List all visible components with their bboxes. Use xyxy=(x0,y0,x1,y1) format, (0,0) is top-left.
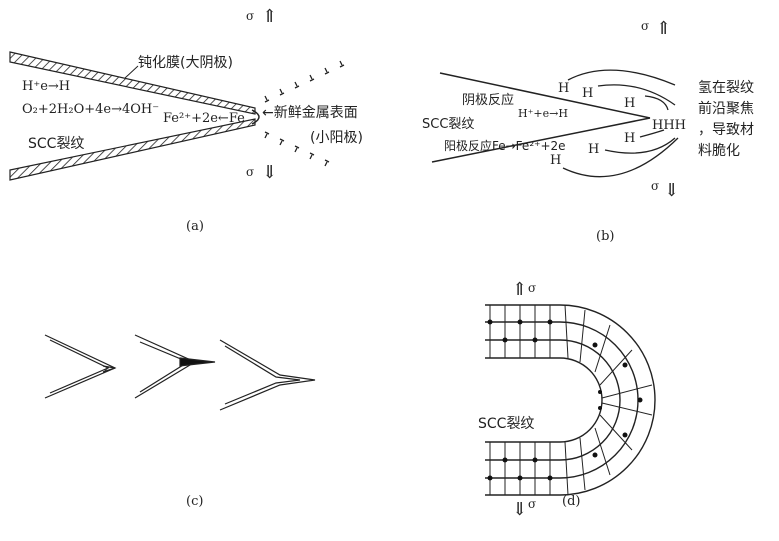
hydrogen-atom: H xyxy=(588,142,599,157)
cathode-label: 阴极反应 xyxy=(462,92,514,108)
panel-c-label: (c) xyxy=(186,494,203,509)
hydrogen-atom: H xyxy=(624,131,635,146)
crack-label-d: SCC裂纹 xyxy=(478,416,534,432)
panel-d: SCC裂纹 ⇑ σ ⇓ σ (d) xyxy=(478,279,656,520)
sigma-bottom-b: σ xyxy=(651,179,659,193)
arrow-up-icon: ⇑ xyxy=(512,279,527,300)
note-line-3: ，导致材 xyxy=(698,122,754,138)
crack-edge-bottom xyxy=(431,117,651,163)
film-leader-line xyxy=(124,65,139,79)
lattice-atoms xyxy=(487,319,643,481)
passive-film-top xyxy=(9,51,256,115)
reaction-h: H⁺e→H xyxy=(22,79,70,94)
film-label: 钝化膜(大阴极) xyxy=(138,55,233,71)
hydrogen-atom: H xyxy=(582,86,593,101)
panel-d-label: (d) xyxy=(562,494,580,509)
reaction-o2: O₂+2H₂O+4e→4OH⁻ xyxy=(22,102,159,117)
reaction-fe: Fe²⁺+2e←Fe xyxy=(163,111,245,126)
arrow-up-icon: ⇑ xyxy=(262,6,277,27)
fresh-surface-label: ←新鲜金属表面 xyxy=(262,105,358,121)
lattice-mesh xyxy=(485,304,656,496)
crack-stage-2 xyxy=(134,334,216,399)
crack-label-b: SCC裂纹 xyxy=(422,117,474,132)
arrow-down-icon: ⇓ xyxy=(664,180,679,201)
crack-label: SCC裂纹 xyxy=(28,136,84,152)
hydrogen-atom: H xyxy=(558,81,569,96)
crack-stage-3 xyxy=(219,339,316,411)
panel-a-label: (a) xyxy=(186,219,204,234)
hydrogen-cluster: HHH xyxy=(652,118,686,133)
hydrogen-atom: H xyxy=(550,153,561,168)
crack-edge-top xyxy=(439,72,651,119)
hydrogen-atom: H xyxy=(624,96,635,111)
sigma-top-a: σ xyxy=(246,9,254,23)
panel-c: (c) xyxy=(44,334,316,509)
panel-b: 阴极反应 H⁺+e→H SCC裂纹 阳极反应Fe→Fe²⁺+2e H H H H… xyxy=(422,18,754,244)
arrow-up-icon: ⇑ xyxy=(656,18,671,39)
sigma-top-b: σ xyxy=(641,19,649,33)
hydrogen-diffusion-arrows xyxy=(562,69,679,178)
arrow-down-icon: ⇓ xyxy=(262,162,277,183)
note-line-4: 料脆化 xyxy=(698,142,740,159)
small-anode-label: (小阳极) xyxy=(310,130,363,146)
crack-stage-1 xyxy=(44,334,117,399)
panel-a: 钝化膜(大阴极) H⁺e→H O₂+2H₂O+4e→4OH⁻ Fe²⁺+2e←F… xyxy=(9,6,363,234)
dislocation-marks xyxy=(264,60,345,167)
note-line-2: 前沿聚焦 xyxy=(698,100,754,117)
sigma-top-d: σ xyxy=(528,281,536,295)
crack-tip xyxy=(251,109,260,125)
passive-film-bottom xyxy=(9,118,256,181)
anode-label: 阳极反应Fe→Fe²⁺+2e xyxy=(444,138,566,153)
panel-b-label: (b) xyxy=(596,229,614,244)
arrow-down-icon: ⇓ xyxy=(512,499,527,520)
cathode-reaction: H⁺+e→H xyxy=(518,107,568,120)
note-line-1: 氢在裂纹 xyxy=(698,80,754,96)
sigma-bottom-a: σ xyxy=(246,165,254,179)
sigma-bottom-d: σ xyxy=(528,497,536,511)
